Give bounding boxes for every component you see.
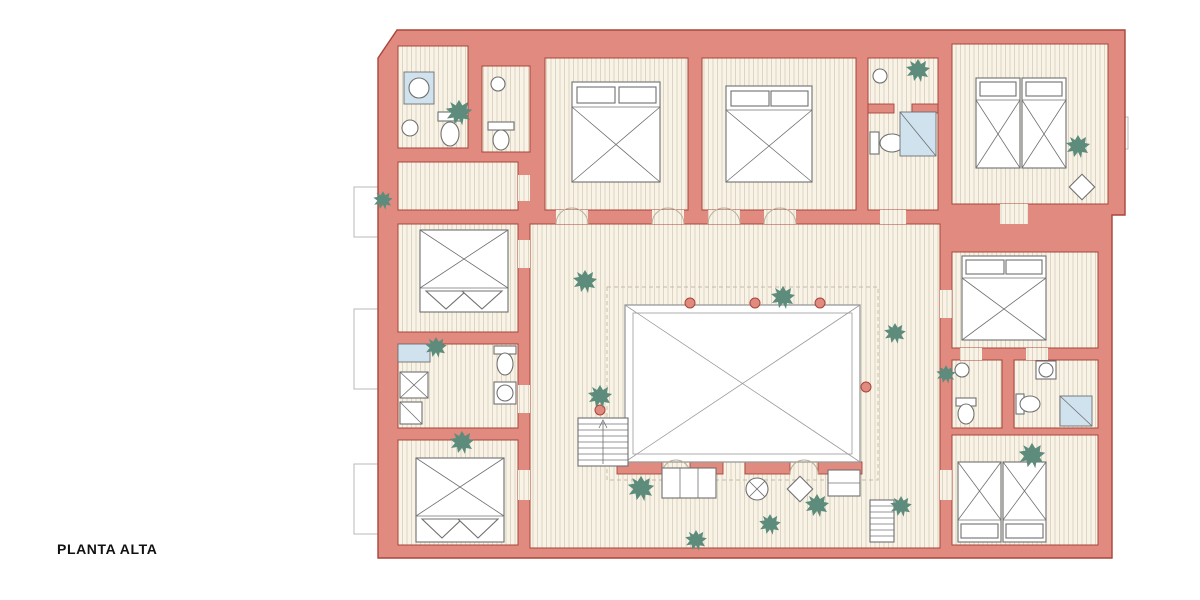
- ceiling-dashed-line: [606, 286, 879, 481]
- patio-skylight: [594, 286, 879, 481]
- column-icon: [684, 297, 696, 309]
- toilet-icon: [1015, 393, 1041, 415]
- room-dressing-left: [397, 161, 519, 211]
- column-icon: [814, 297, 826, 309]
- twin-beds-icon: [957, 461, 1047, 543]
- bathroom-fixtures: [397, 343, 517, 425]
- main-stairs-icon: [577, 417, 629, 467]
- bed-icon: [571, 81, 661, 183]
- twin-beds-icon: [975, 77, 1067, 169]
- column-icon: [860, 381, 872, 393]
- bed-icon: [725, 85, 813, 183]
- bathroom-fixtures: [487, 76, 515, 151]
- bed-icon: [415, 457, 505, 543]
- arch-swings: [555, 207, 819, 475]
- balcony: [353, 186, 381, 238]
- bathroom-fixtures: [954, 362, 977, 425]
- balcony: [353, 463, 381, 535]
- bathroom-fixtures: [1015, 360, 1093, 427]
- page-title: PLANTA ALTA: [57, 541, 158, 557]
- side-table-icon: [1068, 173, 1096, 201]
- sink-icon: [496, 384, 514, 402]
- sink-icon: [1038, 362, 1054, 378]
- sink-icon: [401, 119, 419, 137]
- counter-icon: [397, 343, 431, 363]
- toilet-icon: [493, 345, 517, 376]
- balcony: [353, 308, 381, 390]
- column-icon: [594, 404, 606, 416]
- sink-icon: [490, 76, 506, 92]
- sink-icon: [954, 362, 970, 378]
- toilet-icon: [487, 121, 515, 151]
- sink-icon: [872, 68, 888, 84]
- service-stairs-icon: [869, 499, 895, 543]
- column-icon: [749, 297, 761, 309]
- side-table-icon: [786, 475, 814, 503]
- skylight-inner-frame: [632, 312, 853, 455]
- door-openings: [518, 175, 1048, 500]
- toilet-icon: [955, 397, 977, 425]
- console-icon: [661, 467, 717, 499]
- patio-columns: [594, 297, 872, 416]
- toilet-icon: [869, 131, 905, 155]
- bed-icon: [419, 229, 509, 313]
- bed-icon: [961, 255, 1047, 341]
- hall-furniture: [661, 173, 1096, 503]
- bathroom-fixtures: [869, 68, 937, 157]
